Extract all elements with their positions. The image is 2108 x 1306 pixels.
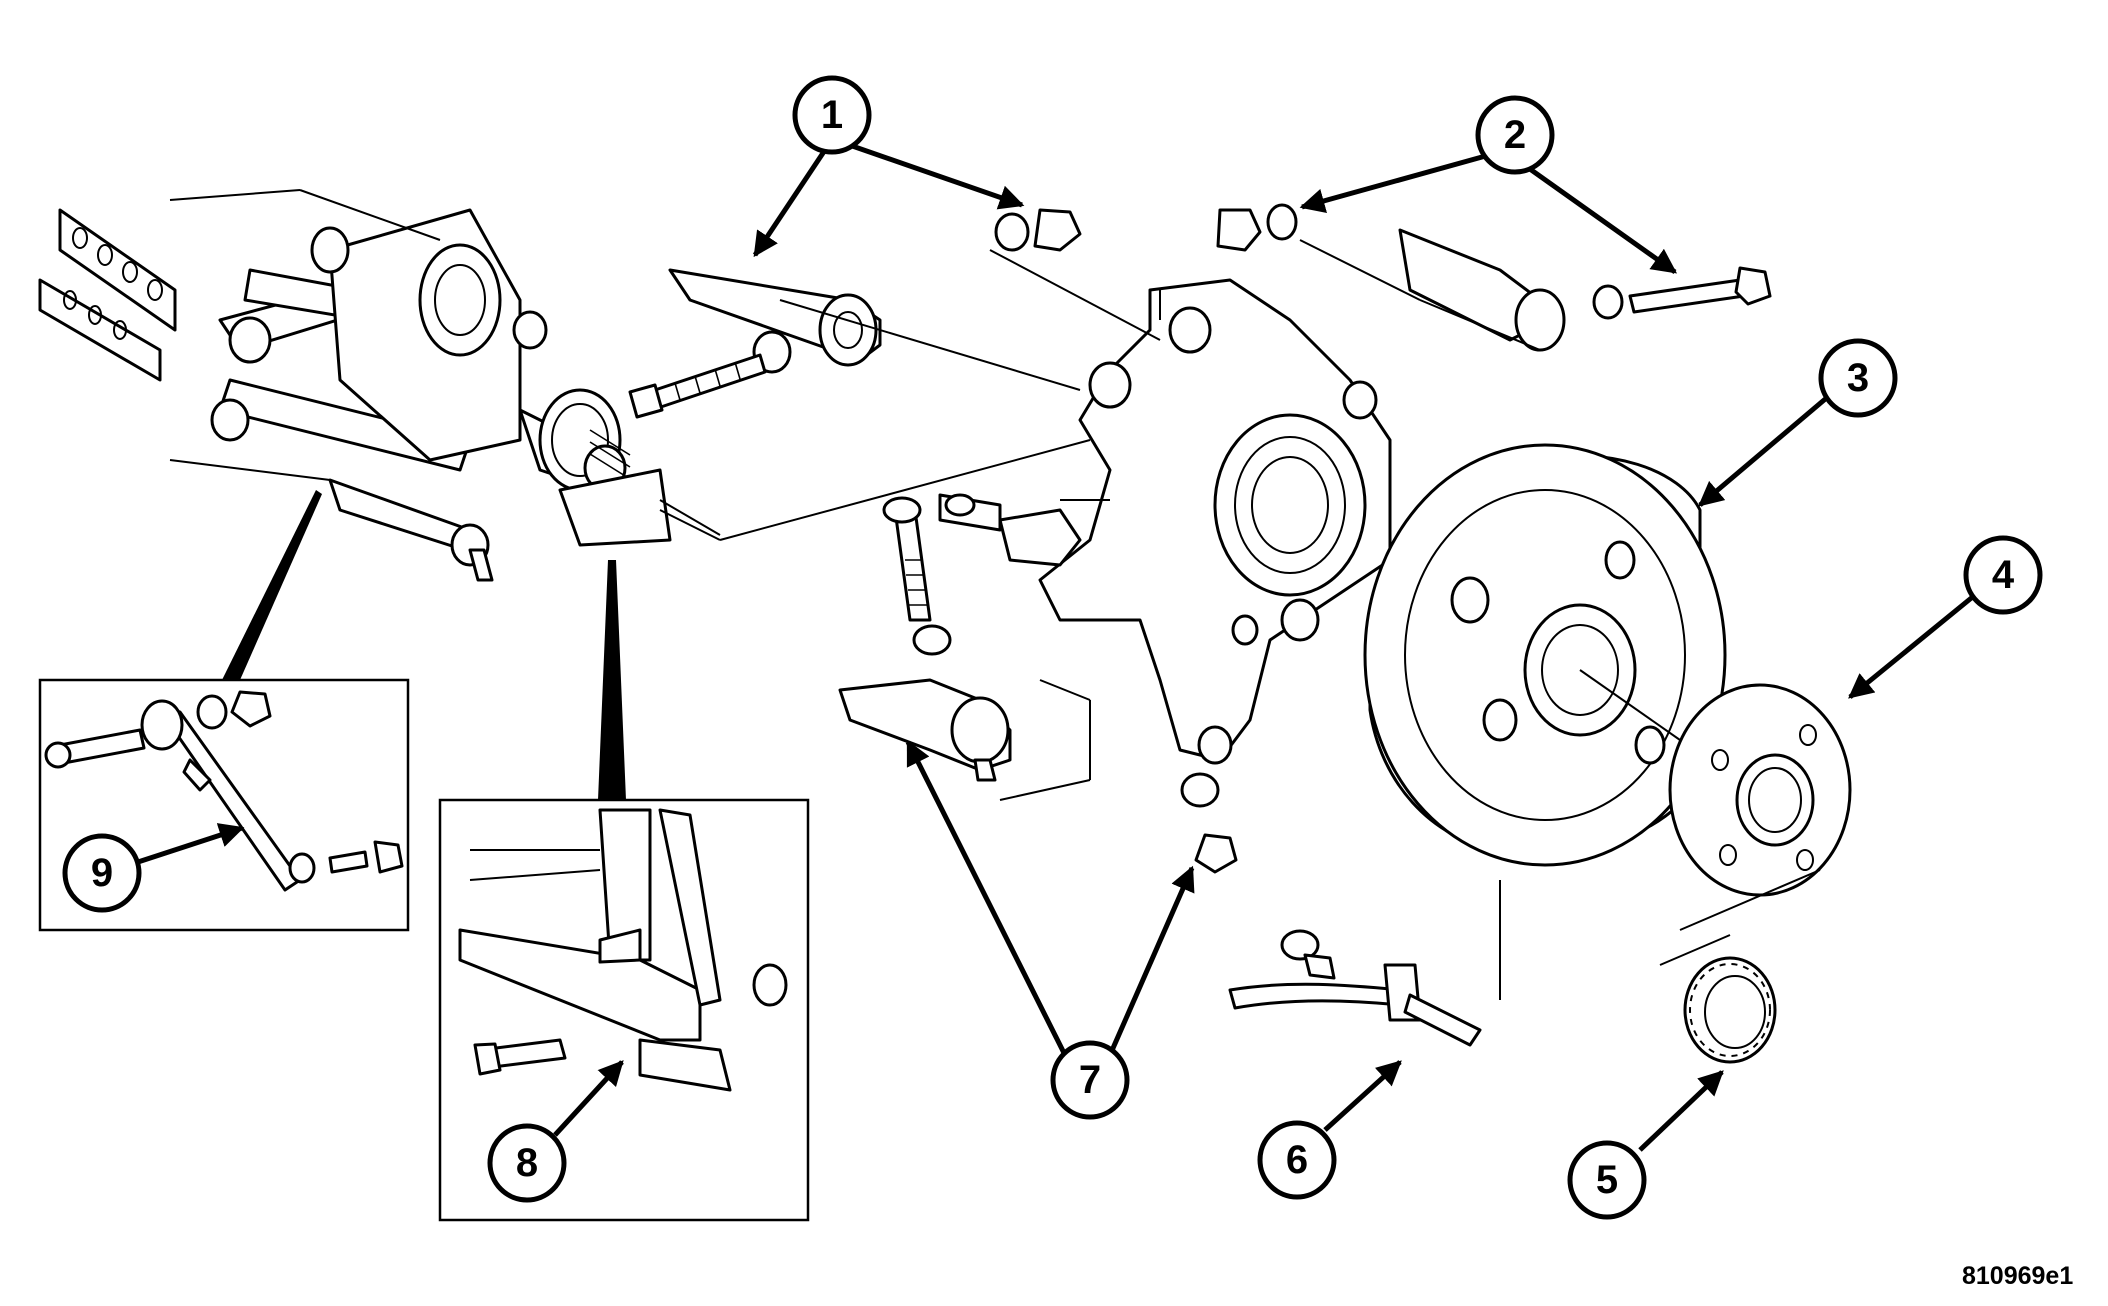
callout-2-number: 2 (1504, 113, 1526, 157)
callout-1-number: 1 (821, 93, 843, 137)
figure-code: 810969e1 (1962, 1262, 2074, 1290)
hub-flange (1668, 683, 1852, 897)
tone-ring (1683, 956, 1777, 1064)
callout-5-number: 5 (1596, 1158, 1618, 1202)
callout-3: 3 (1818, 338, 1898, 418)
callout-8-number: 8 (516, 1141, 538, 1185)
callout-3-number: 3 (1847, 356, 1869, 400)
callout-7: 7 (1050, 1040, 1130, 1120)
callout-5: 5 (1567, 1140, 1647, 1220)
callout-8: 8 (487, 1123, 567, 1203)
inset-8-pointer (598, 560, 626, 800)
callout-leaders (137, 137, 1977, 1152)
alignment-lines (659, 239, 1821, 1000)
callout-4-number: 4 (1992, 553, 2015, 597)
callout-7-number: 7 (1079, 1058, 1101, 1102)
callout-2: 2 (1475, 95, 1555, 175)
rear-subframe-assembly (38, 189, 721, 582)
lower-ball-joint-arm (838, 678, 1012, 782)
wheel-speed-sensor (1228, 929, 1482, 1047)
callout-9-number: 9 (91, 851, 113, 895)
callout-9: 9 (62, 833, 142, 913)
callout-1: 1 (792, 75, 872, 155)
knuckle (882, 278, 1392, 874)
callout-4: 4 (1963, 535, 2043, 615)
brake-backing-plate (1363, 443, 1727, 867)
inset-9-pointer (222, 490, 322, 680)
rear-upper-link (1216, 203, 1772, 352)
callout-6: 6 (1257, 1120, 1337, 1200)
upper-control-arm (628, 208, 1082, 419)
callout-6-number: 6 (1286, 1138, 1308, 1182)
